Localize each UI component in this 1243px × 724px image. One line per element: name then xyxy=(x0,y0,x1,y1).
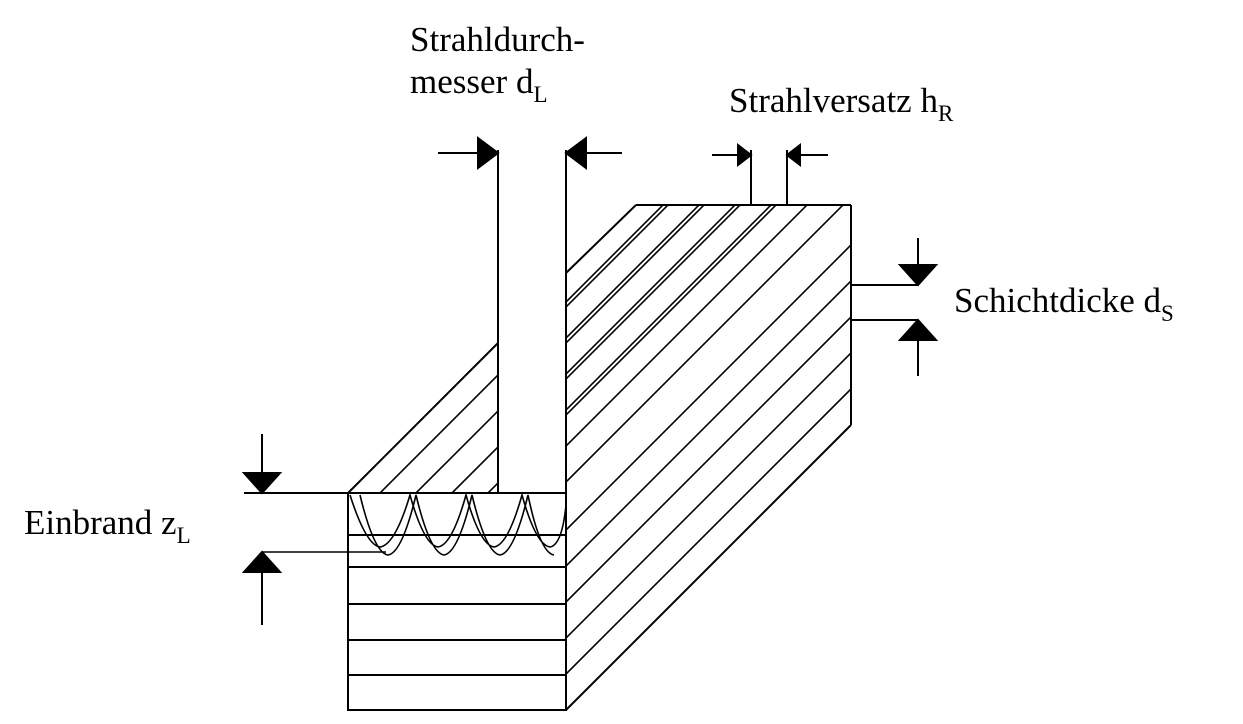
beam-diameter-label-line1: Strahldurch- xyxy=(410,20,585,59)
side-face-hatch xyxy=(566,244,851,675)
penetration-label-sub: L xyxy=(176,523,191,548)
layer-thickness-label-text: Schichtdicke d xyxy=(954,281,1162,320)
layer-thickness-label: Schichtdicke dS xyxy=(954,281,1174,325)
beam-diameter-label-text: messer d xyxy=(410,62,534,101)
penetration-dimension xyxy=(241,434,386,625)
beam-offset-label-sub: R xyxy=(937,101,954,126)
melt-pool-wave xyxy=(349,492,567,556)
beam-diameter-label-sub: L xyxy=(533,82,548,107)
layer-thickness-label-sub: S xyxy=(1161,301,1174,326)
layer-thickness-dimension xyxy=(851,238,939,376)
block-outline xyxy=(347,150,852,711)
penetration-label: Einbrand zL xyxy=(24,503,191,547)
beam-diameter-dimension xyxy=(438,136,622,170)
beam-offset-label: Strahlversatz hR xyxy=(729,81,953,125)
beam-diameter-label-line2: messer dL xyxy=(410,62,548,106)
beam-offset-label-text: Strahlversatz h xyxy=(729,81,938,120)
front-layer-lines xyxy=(348,534,566,676)
penetration-label-text: Einbrand z xyxy=(24,503,177,542)
beam-offset-dimension xyxy=(712,142,828,205)
